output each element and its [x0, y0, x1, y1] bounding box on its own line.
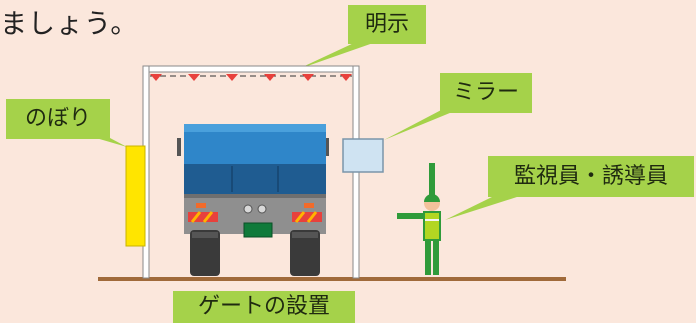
mirror-panel [342, 138, 384, 173]
nobori-label: のぼり [6, 99, 110, 139]
ground-line [98, 277, 566, 281]
gate-label: ゲートの設置 [173, 291, 355, 323]
guard-label: 監視員・誘導員 [488, 156, 694, 197]
dump-truck [177, 124, 329, 276]
guard-figure [397, 163, 441, 275]
meiji-label: 明示 [348, 5, 426, 44]
nobori-pointer [96, 138, 127, 147]
intro-text: ましょう。 [0, 9, 139, 40]
mirror-pointer [384, 108, 462, 140]
meiji-pointer [296, 42, 376, 70]
warning-banner [150, 74, 352, 81]
guard-pointer [445, 196, 520, 220]
nobori-flag [125, 145, 146, 247]
mirror-label: ミラー [440, 73, 532, 113]
